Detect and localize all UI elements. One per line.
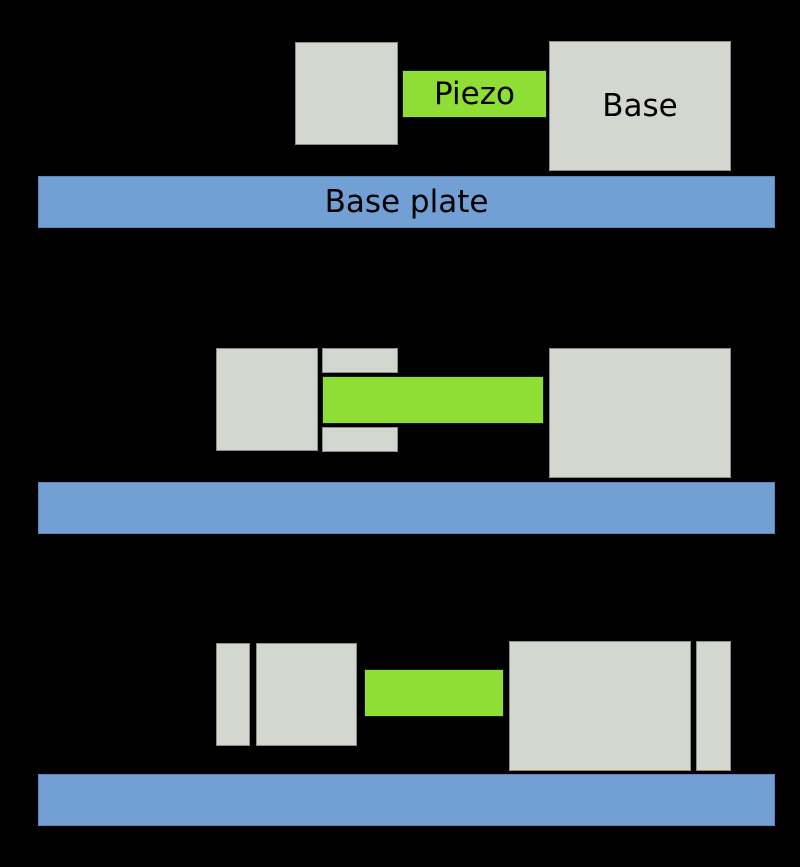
row3-piezo-element [364, 669, 504, 717]
row3-base-plate [38, 774, 775, 826]
row2-base-plate [38, 482, 775, 534]
row3-base-block [509, 641, 691, 771]
row2-moving-mass [216, 348, 318, 451]
base-label: Base [602, 87, 678, 124]
row3-right-clamp-bar [696, 641, 731, 771]
row2-base-block [549, 348, 731, 478]
row3-moving-mass [256, 643, 357, 746]
base-plate-label: Base plate [324, 183, 489, 220]
row1-base-block: Base [549, 41, 731, 171]
row2-piezo-element [322, 376, 544, 424]
piezo-label: Piezo [434, 75, 515, 112]
row2-lower-flexure-tab [322, 427, 398, 452]
row1-piezo-element: Piezo [402, 70, 547, 118]
row1-base-plate: Base plate [38, 176, 775, 228]
row3-left-clamp-bar [216, 643, 250, 746]
row2-upper-flexure-tab [322, 348, 398, 373]
row1-moving-mass [295, 42, 398, 145]
